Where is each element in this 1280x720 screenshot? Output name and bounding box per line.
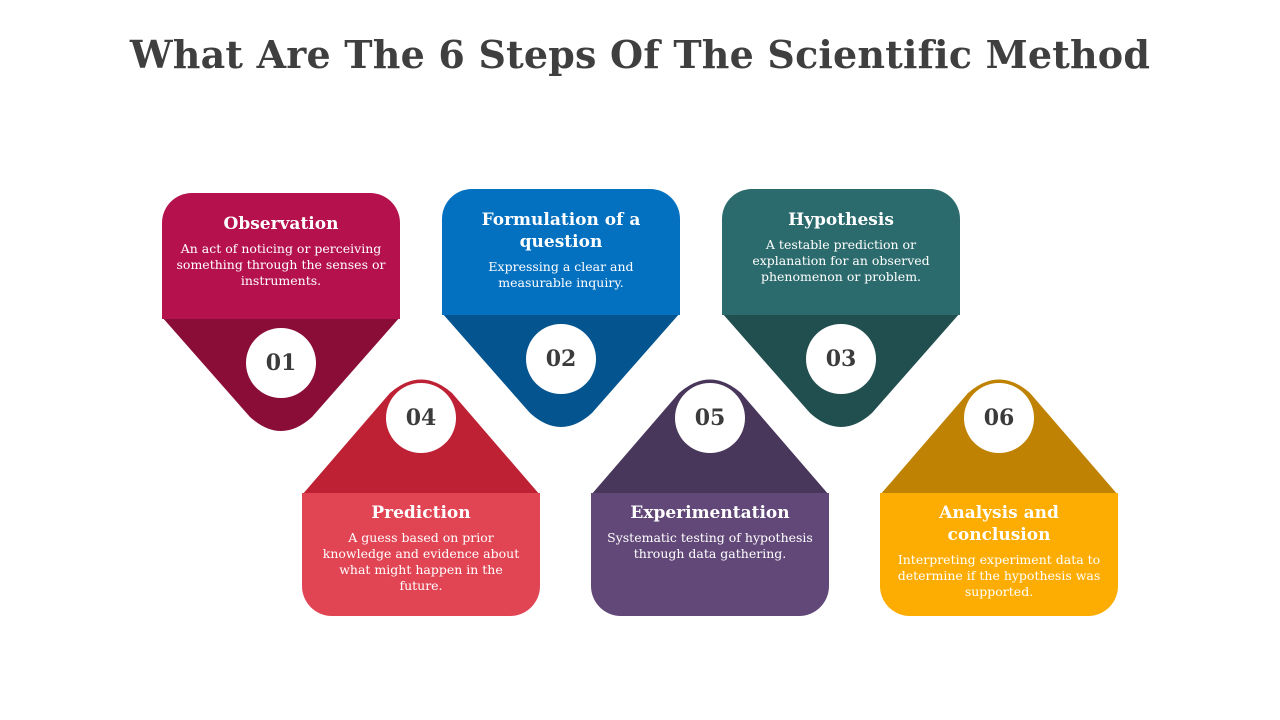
- step-number-badge: 03: [806, 324, 876, 394]
- step-title: Observation: [223, 214, 339, 234]
- step-description: Interpreting experiment data to determin…: [897, 552, 1101, 599]
- step-title: Analysis and conclusion: [939, 503, 1059, 545]
- step-description: A guess based on prior knowledge and evi…: [322, 530, 520, 593]
- step-analysis-and-conclusion: Analysis and conclusion Interpreting exp…: [880, 378, 1118, 616]
- step-description: Expressing a clear and measurable inquir…: [488, 259, 634, 290]
- step-number-badge: 01: [246, 328, 316, 398]
- step-card: Hypothesis A testable prediction or expl…: [722, 189, 960, 315]
- step-title: Prediction: [371, 503, 471, 523]
- step-card: Experimentation Systematic testing of hy…: [591, 493, 829, 616]
- step-number-badge: 02: [526, 324, 596, 394]
- step-prediction: Prediction A guess based on prior knowle…: [302, 378, 540, 616]
- step-number-badge: 06: [964, 383, 1034, 453]
- step-card: Formulation of a question Expressing a c…: [442, 189, 680, 315]
- step-hypothesis: Hypothesis A testable prediction or expl…: [722, 189, 960, 429]
- step-card: Prediction A guess based on prior knowle…: [302, 493, 540, 616]
- step-title: Hypothesis: [788, 210, 894, 230]
- step-card: Observation An act of noticing or percei…: [162, 193, 400, 319]
- step-experimentation: Experimentation Systematic testing of hy…: [591, 378, 829, 616]
- step-title: Experimentation: [630, 503, 790, 523]
- step-description: Systematic testing of hypothesis through…: [607, 530, 813, 561]
- step-card: Analysis and conclusion Interpreting exp…: [880, 493, 1118, 616]
- step-formulation-of-a-question: Formulation of a question Expressing a c…: [442, 189, 680, 429]
- step-description: An act of noticing or perceiving somethi…: [176, 241, 386, 288]
- step-description: A testable prediction or explanation for…: [752, 237, 930, 284]
- step-number-badge: 04: [386, 383, 456, 453]
- step-number-badge: 05: [675, 383, 745, 453]
- step-observation: Observation An act of noticing or percei…: [162, 193, 400, 433]
- page-title: What Are The 6 Steps Of The Scientific M…: [129, 32, 1151, 77]
- step-title: Formulation of a question: [481, 210, 641, 252]
